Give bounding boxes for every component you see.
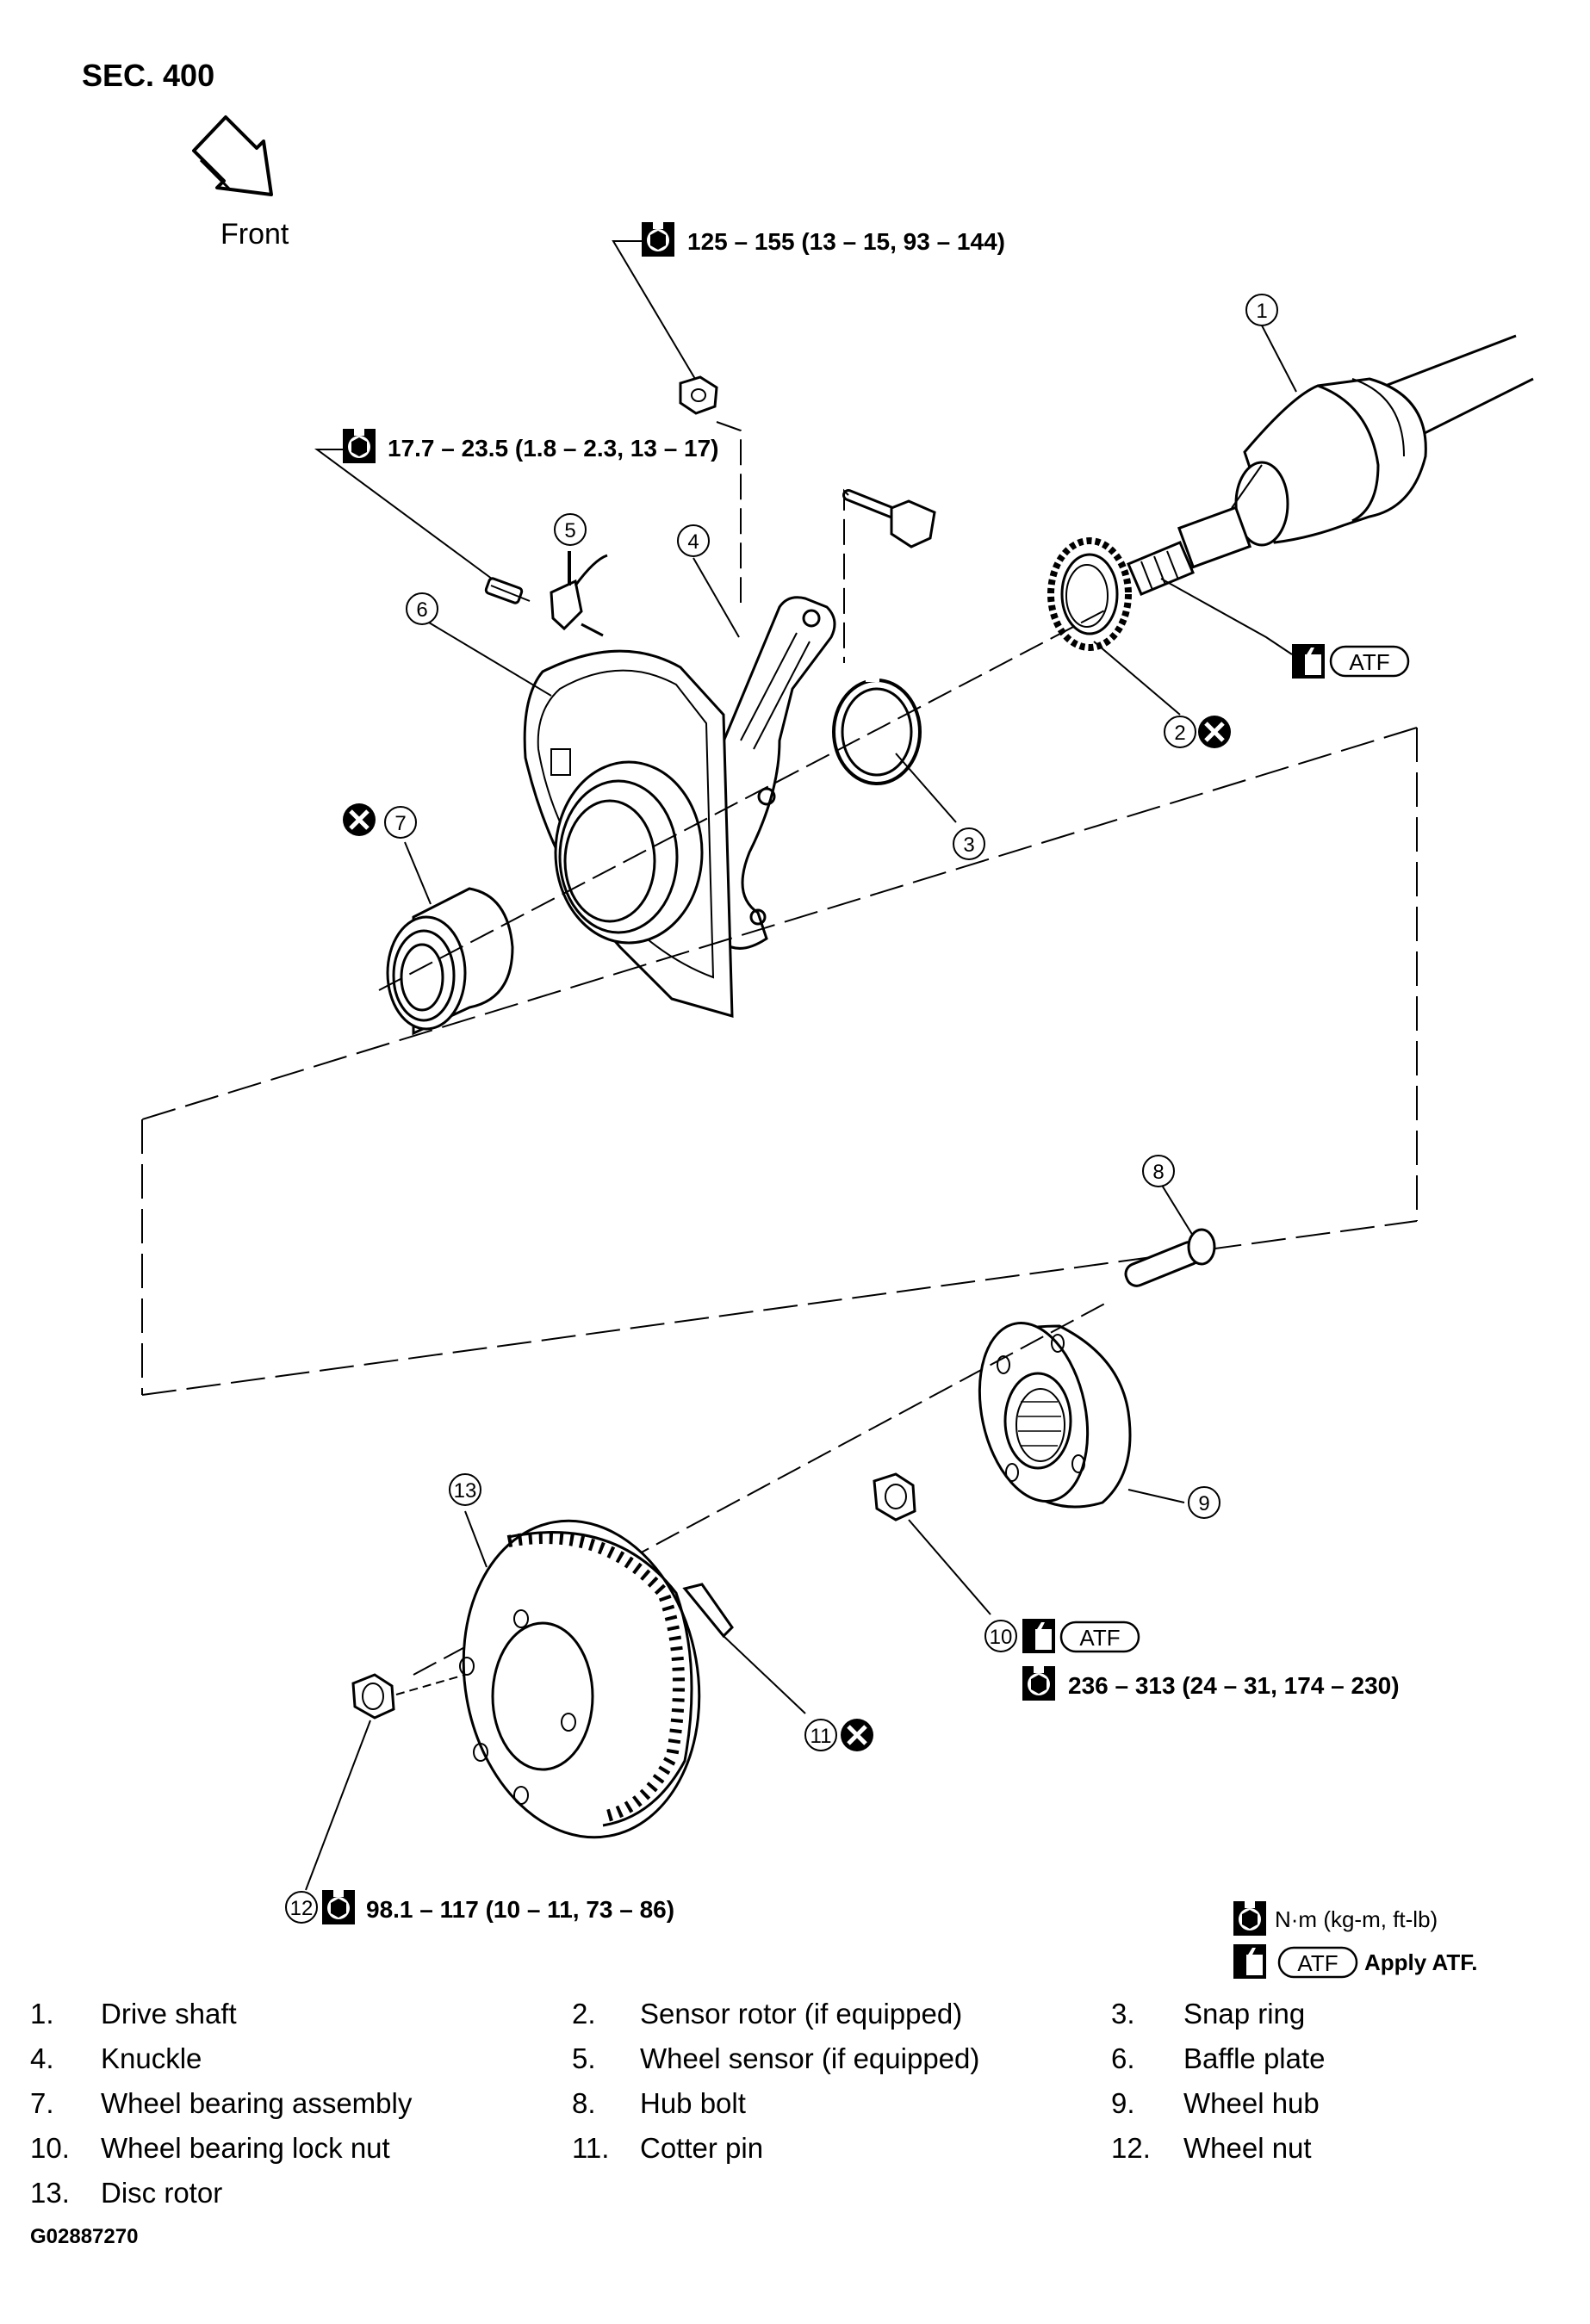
wheel-sensor — [550, 551, 608, 637]
torque-wrench-icon — [642, 222, 674, 257]
lubricant-can-icon — [1292, 644, 1325, 679]
disc-rotor — [459, 1519, 701, 1839]
legend-number: 12. — [1111, 2132, 1151, 2164]
legend-number: 3. — [1111, 1998, 1135, 2030]
legend-number: 13. — [30, 2177, 70, 2209]
front-arrow-icon — [192, 115, 273, 196]
torque-spec-nut: 125 – 155 (13 – 15, 93 – 144) — [687, 228, 1005, 255]
callout-2: 2 — [1174, 722, 1185, 745]
legend-number: 5. — [572, 2042, 596, 2074]
callout-5: 5 — [564, 519, 575, 542]
legend-number: 8. — [572, 2087, 596, 2119]
lubricant-can-icon — [1233, 1944, 1266, 1979]
callout-7: 7 — [394, 812, 406, 835]
legend-item: Hub bolt — [640, 2087, 746, 2119]
legend-number: 6. — [1111, 2042, 1135, 2074]
figure-code: G02887270 — [30, 2225, 138, 2248]
wheel-nut — [351, 1673, 395, 1720]
callout-9: 9 — [1198, 1492, 1209, 1515]
legend-number: 4. — [30, 2042, 54, 2074]
legend-number: 10. — [30, 2132, 70, 2164]
legend-item: Snap ring — [1183, 1998, 1306, 2030]
knuckle-bolt — [842, 489, 936, 548]
hub-bolt — [1124, 1228, 1216, 1287]
legend-number: 1. — [30, 1998, 54, 2030]
knuckle — [713, 596, 836, 950]
do-not-reuse-icon — [1198, 716, 1231, 748]
knuckle-nut — [679, 375, 718, 415]
torque-wrench-icon — [1022, 1666, 1055, 1701]
do-not-reuse-icon — [841, 1719, 873, 1751]
callout-6: 6 — [416, 598, 427, 622]
sensor-bolt — [484, 577, 531, 604]
torque-spec-locknut: 236 – 313 (24 – 31, 174 – 230) — [1068, 1672, 1400, 1699]
torque-wrench-icon — [343, 429, 376, 463]
legend-item: Drive shaft — [101, 1998, 237, 2030]
legend-number: 7. — [30, 2087, 54, 2119]
callout-1: 1 — [1256, 300, 1267, 323]
torque-wrench-icon — [1233, 1901, 1266, 1936]
sensor-rotor — [1047, 537, 1132, 651]
legend-item: Cotter pin — [640, 2132, 764, 2164]
legend-item: Wheel nut — [1183, 2132, 1312, 2164]
cotter-pin — [682, 1583, 734, 1639]
wheel-bearing-lock-nut — [873, 1472, 916, 1521]
knuckle-bore — [554, 760, 704, 945]
legend-item: Disc rotor — [101, 2177, 223, 2209]
atf-label-shaft: ATF — [1349, 649, 1389, 675]
legend-item: Wheel bearing assembly — [101, 2087, 413, 2119]
section-label: SEC. 400 — [82, 58, 214, 93]
lubricant-can-icon — [1022, 1619, 1055, 1653]
legend-number: 9. — [1111, 2087, 1135, 2119]
key-atf-symbol: ATF — [1297, 1950, 1338, 1976]
key-atf-text: Apply ATF. — [1364, 1949, 1477, 1975]
legend-item: Wheel hub — [1183, 2087, 1320, 2119]
callout-13: 13 — [454, 1479, 477, 1503]
drive-shaft — [1127, 334, 1534, 596]
callout-11: 11 — [811, 1725, 832, 1748]
legend-item: Knuckle — [101, 2042, 202, 2074]
legend-item: Baffle plate — [1183, 2042, 1326, 2074]
torque-wrench-icon — [322, 1890, 355, 1924]
torque-spec-sensor: 17.7 – 23.5 (1.8 – 2.3, 13 – 17) — [388, 435, 719, 462]
legend-item: Wheel sensor (if equipped) — [640, 2042, 980, 2074]
callout-10: 10 — [990, 1626, 1013, 1649]
callout-12: 12 — [290, 1897, 314, 1920]
legend-item: Wheel bearing lock nut — [101, 2132, 390, 2164]
front-label: Front — [220, 218, 289, 251]
wheel-hub — [978, 1322, 1132, 1509]
callout-4: 4 — [687, 530, 699, 554]
key-torque-unit: N·m (kg-m, ft-lb) — [1275, 1906, 1438, 1932]
snap-ring — [832, 672, 922, 785]
legend-item: Sensor rotor (if equipped) — [640, 1998, 963, 2030]
callout-8: 8 — [1152, 1161, 1164, 1184]
wheel-bearing-assembly — [386, 887, 514, 1036]
legend-number: 11. — [572, 2132, 610, 2164]
legend-number: 2. — [572, 1998, 596, 2030]
torque-spec-wheelnut: 98.1 – 117 (10 – 11, 73 – 86) — [366, 1896, 674, 1923]
atf-label-locknut: ATF — [1079, 1625, 1120, 1651]
do-not-reuse-icon — [343, 803, 376, 836]
callout-3: 3 — [963, 834, 974, 857]
